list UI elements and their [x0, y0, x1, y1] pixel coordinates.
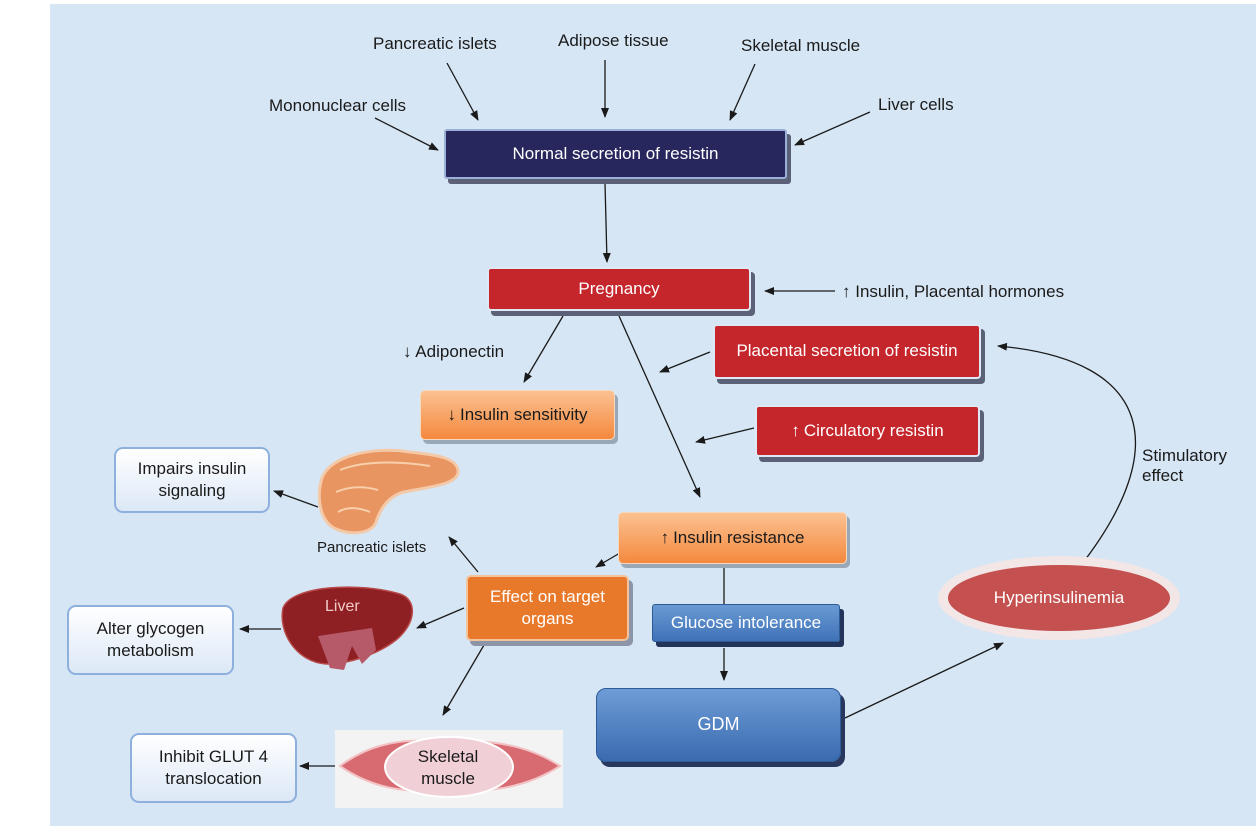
effect-target-label: Effect on target organs [490, 586, 605, 628]
alter-glycogen-box: Alter glycogen metabolism [67, 605, 234, 675]
arrow-pregnancy-to-sensitivity [523, 315, 564, 383]
organ-skeletal-muscle-label: Skeletal muscle [417, 747, 479, 789]
hyperinsulinemia-inner: Hyperinsulinemia [948, 565, 1170, 631]
arrow-stimulatory-curve [997, 342, 1137, 561]
effect-target-box: Effect on target organs [466, 575, 629, 641]
up-arrow-icon: ↑ [660, 527, 670, 547]
insulin-hormones-label: ↑ Insulin, Placental hormones [842, 282, 1064, 302]
down-arrow-icon: ↓ [447, 404, 456, 424]
source-mononuclear-cells: Mononuclear cells [269, 96, 407, 115]
insulin-resistance-box: ↑ Insulin resistance [618, 512, 847, 564]
impairs-signaling-label: Impairs insulin signaling [137, 458, 247, 500]
impairs-signaling-box: Impairs insulin signaling [114, 447, 270, 513]
stimulatory-effect-label: Stimulatory effect [1142, 446, 1228, 485]
arrow-effect-to-pancreas [448, 536, 479, 573]
circulatory-resistin-label: Circulatory resistin [803, 420, 944, 440]
up-arrow-icon: ↑ [842, 282, 851, 301]
placental-secretion-box: Placental secretion of resistin [713, 324, 981, 379]
adiponectin-label: ↓ Adiponectin [403, 342, 504, 362]
organ-liver-label: Liver [325, 598, 360, 615]
alter-glycogen-label: Alter glycogen metabolism [96, 618, 205, 660]
up-arrow-icon: ↑ [791, 420, 800, 440]
arrow-pancreas-to-impairs [273, 490, 319, 508]
source-adipose-tissue: Adipose tissue [558, 31, 669, 50]
circulatory-resistin-box: ↑ Circulatory resistin [755, 405, 980, 457]
source-pancreatic-islets: Pancreatic islets [373, 34, 497, 53]
pregnancy-box: Pregnancy [487, 267, 751, 311]
muscle-icon [335, 730, 563, 808]
inhibit-glut-box: Inhibit GLUT 4 translocation [130, 733, 297, 803]
normal-secretion-label: Normal secretion of resistin [512, 143, 719, 163]
insulin-sensitivity-label: Insulin sensitivity [459, 404, 588, 424]
arrow-circulatory-to-center [695, 427, 755, 444]
arrow-liver-to-secretion [794, 111, 871, 146]
glucose-intolerance-box: Glucose intolerance [652, 604, 840, 642]
arrow-effect-to-muscle [442, 644, 485, 716]
down-arrow-icon: ↓ [403, 342, 412, 361]
arrow-pregnancy-to-resistance [618, 315, 701, 498]
adiponectin-text: Adiponectin [415, 342, 505, 361]
source-skeletal-muscle: Skeletal muscle [741, 36, 861, 55]
insulin-resistance-label: Insulin resistance [673, 527, 805, 547]
arrow-pancreatic-to-secretion [446, 62, 479, 121]
gdm-label: GDM [697, 714, 740, 735]
insulin-sensitivity-box: ↓ Insulin sensitivity [420, 390, 615, 440]
arrow-gdm-to-hyperinsulinemia [844, 642, 1004, 719]
gdm-box: GDM [596, 688, 841, 762]
source-liver-cells: Liver cells [878, 95, 954, 114]
organ-pancreatic-islets-label: Pancreatic islets [317, 539, 427, 556]
arrow-muscle-to-secretion [729, 63, 756, 121]
insulin-hormones-text: Insulin, Placental hormones [855, 282, 1065, 301]
arrow-secretion-to-pregnancy [602, 182, 611, 263]
arrow-mononuclear-to-secretion [374, 117, 439, 151]
glucose-intolerance-label: Glucose intolerance [670, 612, 822, 632]
pancreas-icon [317, 448, 460, 535]
liver-icon [281, 586, 414, 670]
arrow-effect-to-liver [416, 607, 465, 629]
pregnancy-label: Pregnancy [578, 278, 660, 298]
hyperinsulinemia-ellipse: Hyperinsulinemia [938, 556, 1180, 640]
hyperinsulinemia-label: Hyperinsulinemia [993, 588, 1125, 607]
placental-secretion-label: Placental secretion of resistin [736, 341, 958, 361]
arrow-placental-to-center [659, 351, 711, 373]
inhibit-glut-label: Inhibit GLUT 4 translocation [158, 746, 269, 788]
normal-secretion-box: Normal secretion of resistin [444, 129, 787, 179]
